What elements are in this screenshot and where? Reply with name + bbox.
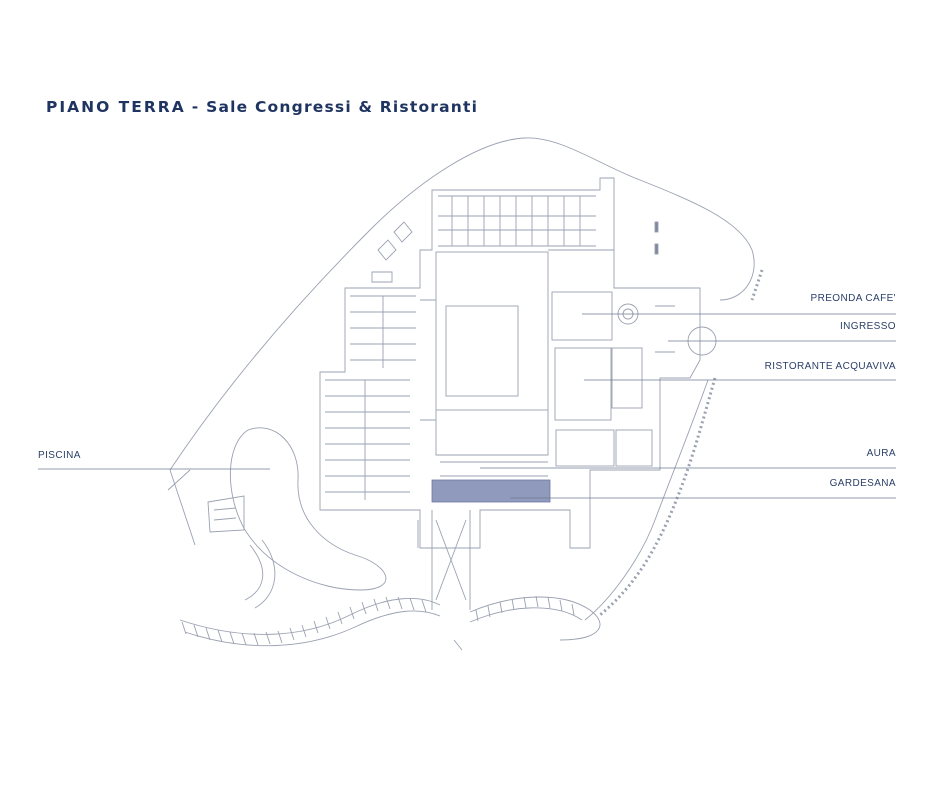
east-edge: [584, 379, 709, 621]
canopies-nw: [371, 221, 413, 283]
acquaviva-room: [554, 347, 612, 421]
site-boundary: [169, 137, 755, 471]
page-title: PIANO TERRA-Sale Congressi & Ristoranti: [46, 98, 478, 116]
west-wing: [350, 295, 416, 368]
walkway-south-east: [469, 596, 601, 641]
label-piscina: PISCINA: [38, 450, 81, 461]
north-wing: [438, 195, 596, 247]
preonda-cafe-room: [551, 291, 613, 341]
title-separator: -: [191, 98, 201, 116]
retaining-wall-east: [599, 269, 764, 617]
label-ristorante-acquaviva: RISTORANTE ACQUAVIVA: [764, 361, 896, 372]
building-outline: [319, 177, 701, 549]
south-bridge: [417, 510, 471, 651]
aura-room: [555, 429, 615, 467]
label-aura: AURA: [866, 448, 896, 459]
label-gardesana: GARDESANA: [829, 478, 896, 489]
walkway-west: [244, 539, 276, 609]
title-subtitle: Sale Congressi & Ristoranti: [206, 98, 479, 116]
walkway-south: [179, 597, 441, 635]
label-preonda-cafe: PREONDA CAFE': [810, 293, 896, 304]
gardesana-highlight: [431, 479, 551, 503]
title-main: PIANO TERRA: [46, 98, 186, 116]
label-ingresso: INGRESSO: [840, 321, 896, 332]
pool-outline: [229, 427, 387, 591]
courtyard: [435, 251, 549, 411]
west-pavilion: [207, 495, 245, 533]
